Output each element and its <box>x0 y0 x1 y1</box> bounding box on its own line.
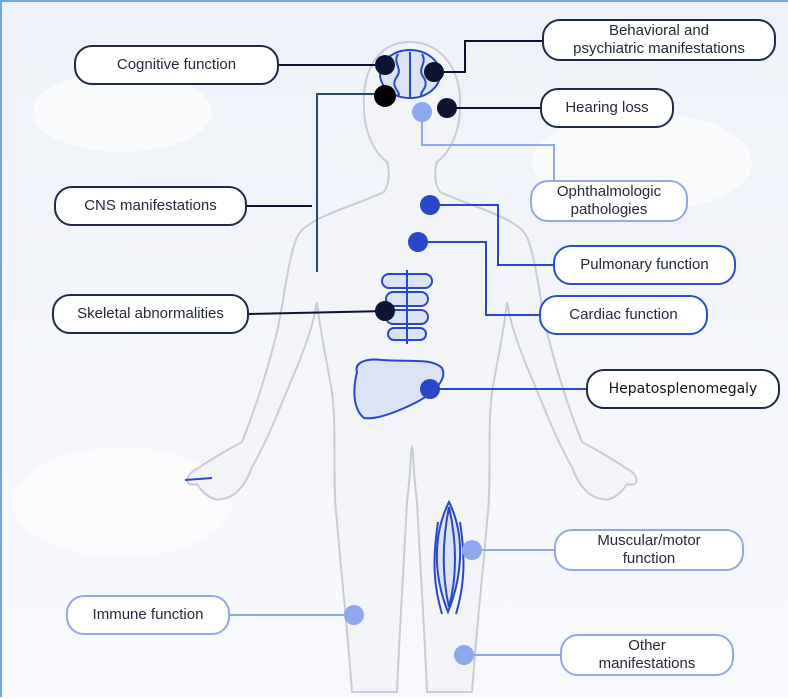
label-pulmonary-text: Pulmonary function <box>580 255 708 275</box>
label-hepatosplenomegaly-text: Hepatosplenomegaly <box>609 379 758 399</box>
dot-muscular <box>462 540 482 560</box>
dot-pulmonary <box>420 195 440 215</box>
label-cardiac-function: Cardiac function <box>539 295 708 335</box>
label-muscular-text: Muscular/motor function <box>597 532 700 568</box>
dot-behavioral <box>424 62 444 82</box>
label-cardiac-text: Cardiac function <box>569 305 677 325</box>
dot-ophthalmologic <box>412 102 432 122</box>
label-hepatosplenomegaly: Hepatosplenomegaly <box>586 369 780 409</box>
label-skeletal-abnormalities: Skeletal abnormalities <box>52 294 249 334</box>
label-immune-function: Immune function <box>66 595 230 635</box>
label-immune-text: Immune function <box>93 605 204 625</box>
label-hearing-loss: Hearing loss <box>540 88 674 128</box>
label-cns-text: CNS manifestations <box>84 196 217 216</box>
dot-cardiac <box>408 232 428 252</box>
dot-hearing <box>437 98 457 118</box>
label-cognitive-function: Cognitive function <box>74 45 279 85</box>
label-skeletal-text: Skeletal abnormalities <box>77 304 224 324</box>
dot-hepatosplenomegaly <box>420 379 440 399</box>
label-other-text: Other manifestations <box>599 637 696 673</box>
label-cognitive-text: Cognitive function <box>117 55 236 75</box>
label-pulmonary-function: Pulmonary function <box>553 245 736 285</box>
dot-skeletal <box>375 301 395 321</box>
label-behavioral-psychiatric: Behavioral and psychiatric manifestation… <box>542 19 776 61</box>
dot-other <box>454 645 474 665</box>
label-behavioral-text: Behavioral and psychiatric manifestation… <box>573 22 745 58</box>
dot-cognitive <box>375 55 395 75</box>
label-ophthalmologic-pathologies: Ophthalmologic pathologies <box>530 180 688 222</box>
dot-immune <box>344 605 364 625</box>
label-ophthalmologic-text: Ophthalmologic pathologies <box>557 183 661 219</box>
label-cns-manifestations: CNS manifestations <box>54 186 247 226</box>
label-muscular-motor-function: Muscular/motor function <box>554 529 744 571</box>
label-hearing-text: Hearing loss <box>565 98 648 118</box>
dot-cns <box>374 85 396 107</box>
label-other-manifestations: Other manifestations <box>560 634 734 676</box>
